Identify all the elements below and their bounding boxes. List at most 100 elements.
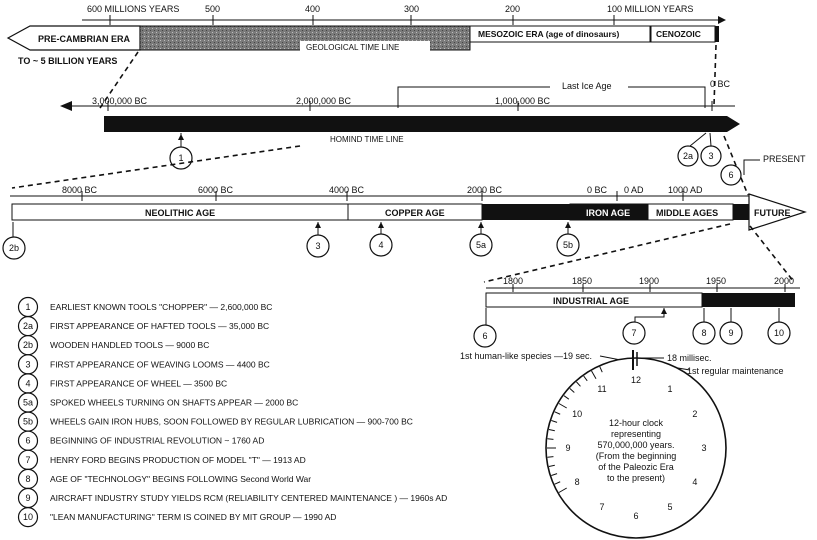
legend-text: "LEAN MANUFACTURING" TERM IS COINED BY M… [50, 512, 336, 522]
clock-note-milli: 18 millisec. [667, 353, 712, 363]
legend-text: WHEELS GAIN IRON HUBS, SOON FOLLOWED BY … [50, 417, 413, 427]
mesozoic-box [469, 25, 651, 43]
five-billion-label: TO ~ 5 BILLION YEARS [18, 56, 117, 66]
marker-9 [719, 321, 743, 345]
clock-tick [551, 420, 558, 423]
hominid-bar [104, 116, 740, 132]
svg-text:3: 3 [315, 241, 320, 251]
clock-tick [558, 403, 567, 409]
clock-number: 6 [633, 511, 638, 521]
legend-id: 4 [25, 378, 30, 388]
svg-text:1: 1 [178, 153, 183, 163]
geo-tick-300: 300 [404, 4, 419, 14]
clock: 1st human-like species —19 sec. 18 milli… [460, 350, 784, 539]
hominid-tick-0: 0 BC [710, 79, 731, 89]
clock-number: 7 [599, 502, 604, 512]
legend-text: BEGINNING OF INDUSTRIAL REVOLUTION ~ 176… [50, 436, 264, 446]
clock-number: 10 [572, 409, 582, 419]
clock-number: 3 [701, 443, 706, 453]
zoom-connector [483, 223, 731, 283]
marker-5b [556, 233, 580, 257]
clock-number: 11 [597, 384, 606, 394]
svg-text:5a: 5a [476, 240, 486, 250]
clock-tick [551, 473, 558, 476]
marker-4 [369, 233, 393, 257]
legend-id: 1 [25, 302, 30, 312]
clock-tick [547, 438, 554, 440]
clock-tick [583, 375, 588, 382]
middle-label: MIDDLE AGES [656, 208, 718, 218]
marker-3 [306, 234, 330, 258]
legend-id: 9 [25, 493, 30, 503]
neolithic-label: NEOLITHIC AGE [145, 208, 215, 218]
legend-text: HENRY FORD BEGINS PRODUCTION OF MODEL "T… [50, 455, 306, 465]
clock-tick [548, 464, 555, 467]
clock-caption-line: to the present) [607, 473, 665, 483]
svg-text:5b: 5b [563, 240, 573, 250]
clock-number: 12 [631, 375, 641, 385]
legend-marker-10 [17, 506, 39, 528]
geo-tick-600: 600 MILLIONS YEARS [87, 4, 179, 14]
svg-text:6: 6 [728, 170, 733, 180]
hominid-tick-2m: 2,000,000 BC [296, 96, 352, 106]
iron-label: IRON AGE [586, 208, 630, 218]
legend-id: 8 [25, 474, 30, 484]
marker-2b [2, 236, 26, 260]
hominid-label: HOMIND TIME LINE [330, 135, 404, 144]
svg-text:9: 9 [728, 328, 733, 338]
legend-id: 3 [25, 359, 30, 369]
marker-2a [677, 145, 699, 167]
legend-text: EARLIEST KNOWN TOOLS "CHOPPER" — 2,600,0… [50, 302, 272, 312]
hominid-tick-1m: 1,000,000 BC [495, 96, 551, 106]
recent-timeline: 8000 BC 6000 BC 4000 BC 2000 BC 0 BC 0 A… [10, 185, 807, 231]
clock-number: 1 [667, 384, 672, 394]
marker-5a [469, 233, 493, 257]
geo-tick-400: 400 [305, 4, 320, 14]
legend-text: AIRCRAFT INDUSTRY STUDY YIELDS RCM (RELI… [50, 493, 447, 503]
geo-axis-arrow [718, 16, 726, 24]
svg-text:8: 8 [701, 328, 706, 338]
industrial-label: INDUSTRIAL AGE [553, 296, 629, 306]
svg-text:2b: 2b [9, 243, 19, 253]
industrial-tick-2000: 2000 [774, 276, 794, 286]
recent-tick-1000: 1000 AD [668, 185, 703, 195]
clock-number: 4 [692, 477, 697, 487]
svg-text:4: 4 [378, 240, 383, 250]
zoom-connector [749, 225, 795, 283]
hominid-timeline: 3,000,000 BC 2,000,000 BC 1,000,000 BC 0… [60, 79, 740, 144]
legend-id: 5b [23, 417, 33, 427]
marker-8 [692, 321, 716, 345]
clock-number: 8 [575, 477, 580, 487]
clock-tick [548, 429, 555, 432]
industrial-tick-1900: 1900 [639, 276, 659, 286]
svg-text:2a: 2a [683, 151, 693, 161]
industrial-tick-1800: 1800 [503, 276, 523, 286]
zoom-connector [713, 44, 717, 106]
zoom-connector [723, 135, 749, 196]
marker-3-top [700, 145, 722, 167]
legend-id: 2a [23, 321, 33, 331]
clock-tick [576, 381, 581, 387]
zoom-connector [11, 145, 301, 189]
clock-caption-line: representing [611, 429, 661, 439]
legend: 1 EARLIEST KNOWN TOOLS "CHOPPER" — 2,600,… [17, 296, 447, 528]
marker-6-top [720, 164, 742, 186]
legend-id: 2b [23, 340, 33, 350]
industrial-tick-1950: 1950 [706, 276, 726, 286]
geo-tick-100: 100 MILLION YEARS [607, 4, 693, 14]
zoom-connector [99, 51, 139, 109]
clock-caption-line: 12-hour clock [609, 418, 664, 428]
clock-note-human: 1st human-like species —19 sec. [460, 351, 592, 361]
technology-band [702, 293, 795, 307]
svg-text:6: 6 [482, 331, 487, 341]
industrial-timeline: 1800 1850 1900 1950 2000 INDUSTRIAL AGE [485, 276, 800, 308]
industrial-tick-1850: 1850 [572, 276, 592, 286]
geo-tick-500: 500 [205, 4, 220, 14]
copper-label: COPPER AGE [385, 208, 445, 218]
clock-caption-line: (From the beginning [596, 451, 677, 461]
legend-text: AGE OF "TECHNOLOGY" BEGINS FOLLOWING Sec… [50, 474, 311, 484]
clock-tick [599, 366, 603, 373]
recent-tick-0bc: 0 BC [587, 185, 608, 195]
recent-tick-4000: 4000 BC [329, 185, 365, 195]
geo-tick-200: 200 [505, 4, 520, 14]
